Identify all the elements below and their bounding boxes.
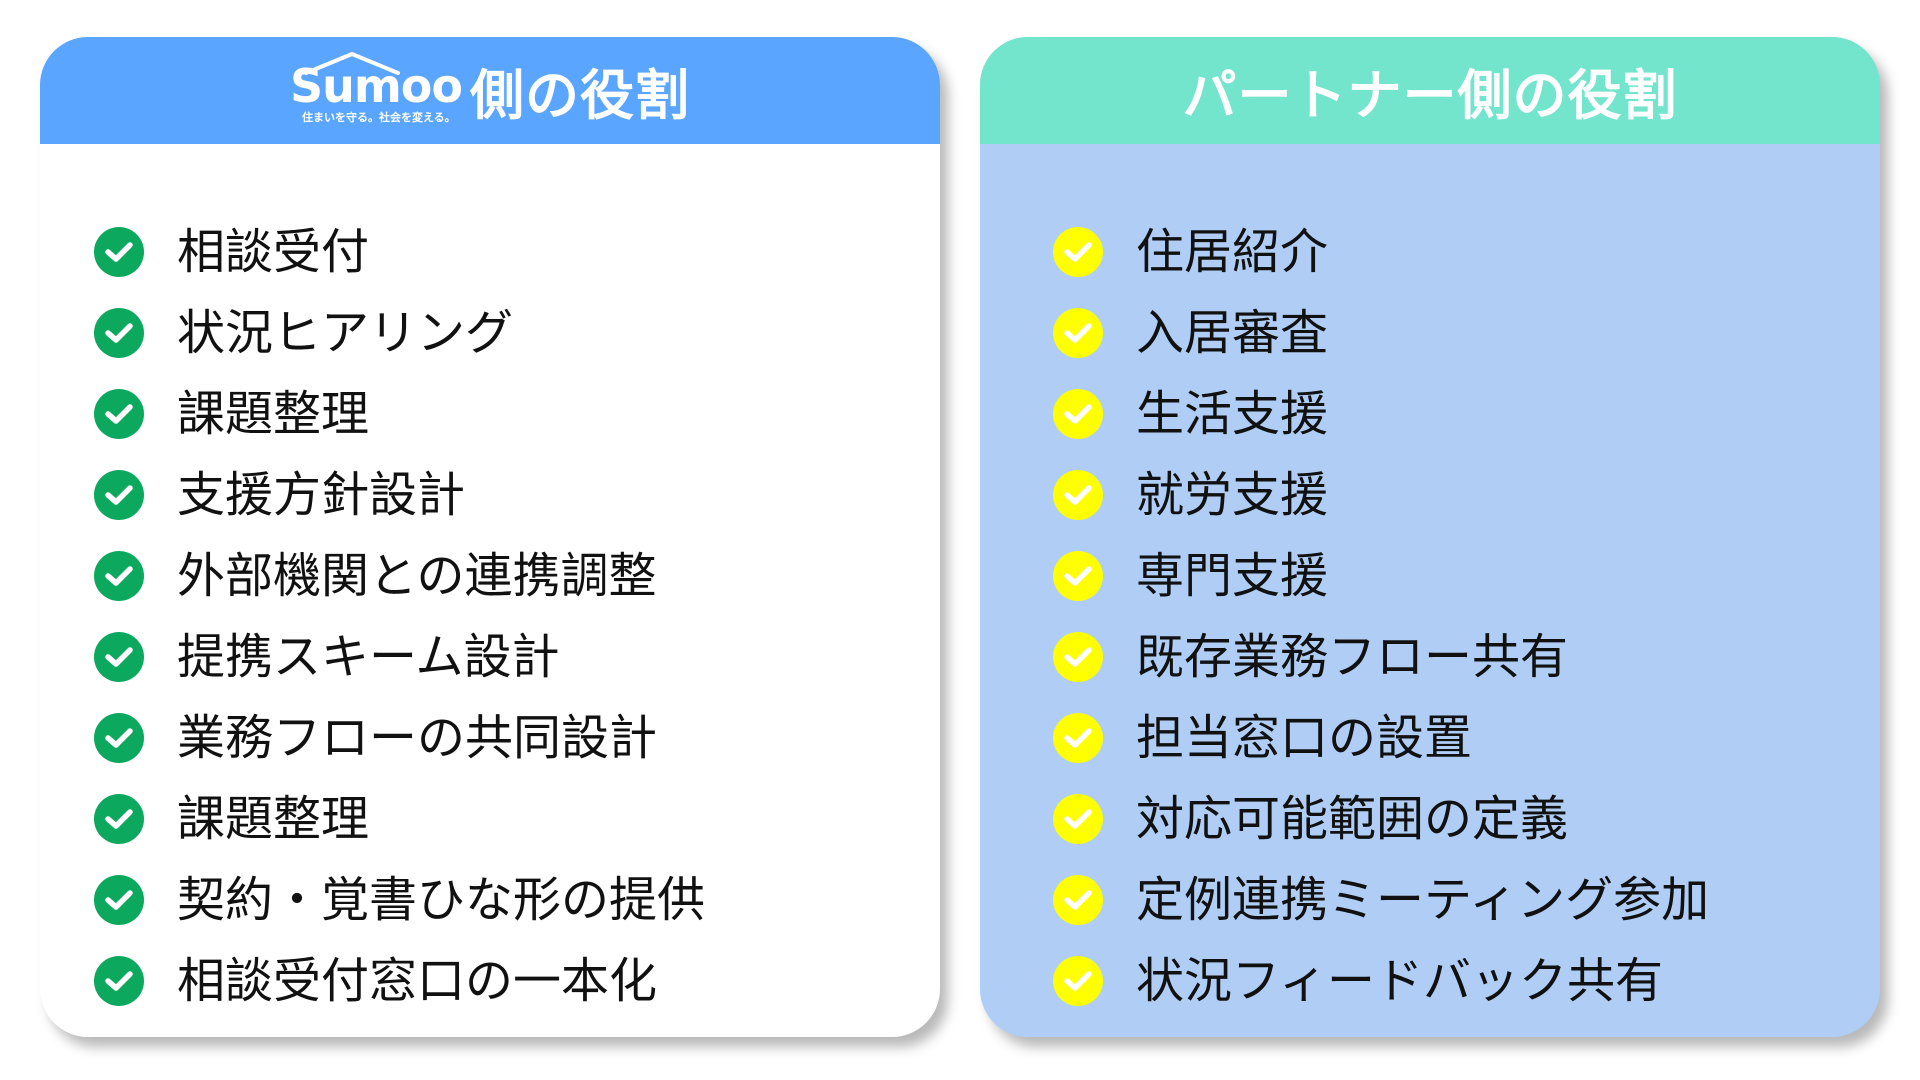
list-item-text: 支援方針設計 [177,466,466,523]
check-circle-icon [1053,874,1103,925]
list-item: 状況ヒアリング [94,292,705,373]
check-circle-icon [94,388,144,439]
list-item: 課題整理 [94,778,705,859]
list-item: 支援方針設計 [94,454,705,535]
list-item: 提携スキーム設計 [94,616,705,697]
check-circle-icon [1053,550,1103,601]
list-item: 業務フローの共同設計 [94,697,705,778]
sumoo-logo: Sumoo 住まいを守る。社会を変える。 [290,51,463,125]
partner-card-header: パートナー側の役割 [980,37,1880,144]
check-circle-icon [94,550,144,601]
house-roof-icon [304,51,400,75]
sumoo-wordmark: Sumoo [290,58,463,113]
check-circle-icon [1053,631,1103,682]
list-item-text: 専門支援 [1136,547,1329,604]
list-item-text: 住居紹介 [1136,223,1329,280]
check-circle-icon [1053,307,1103,358]
list-item-text: 定例連携ミーティング参加 [1136,871,1710,928]
check-circle-icon [1053,712,1103,763]
list-item: 専門支援 [1053,535,1709,616]
sumoo-tagline: 住まいを守る。社会を変える。 [302,110,456,124]
list-item: 就労支援 [1053,454,1709,535]
partner-role-card: パートナー側の役割 住居紹介 入居審査 生活支援 就労支援 専門支援 既存業務フ… [980,37,1880,1037]
check-circle-icon [94,712,144,763]
list-item-text: 対応可能範囲の定義 [1136,790,1569,847]
list-item-text: 課題整理 [177,385,370,442]
list-item-text: 状況ヒアリング [177,304,514,361]
list-item: 入居審査 [1053,292,1709,373]
check-circle-icon [94,226,144,277]
check-circle-icon [1053,226,1103,277]
list-item: 相談受付窓口の一本化 [94,940,705,1021]
list-item-text: 業務フローの共同設計 [177,709,658,766]
sumoo-card-title: 側の役割 [470,64,690,127]
check-circle-icon [94,307,144,358]
list-item-text: 状況フィードバック共有 [1136,952,1664,1009]
list-item-text: 担当窓口の設置 [1136,709,1473,766]
check-circle-icon [1053,388,1103,439]
partner-card-title: パートナー側の役割 [1182,64,1678,127]
sumoo-role-card: Sumoo 住まいを守る。社会を変える。 側の役割 相談受付 状況ヒアリング 課… [40,37,940,1037]
list-item-text: 生活支援 [1136,385,1329,442]
list-item-text: 契約・覚書ひな形の提供 [177,871,706,928]
sumoo-role-list: 相談受付 状況ヒアリング 課題整理 支援方針設計 外部機関との連携調整 提携スキ… [94,211,705,1021]
list-item: 契約・覚書ひな形の提供 [94,859,705,940]
list-item: 相談受付 [94,211,705,292]
list-item-text: 入居審査 [1136,304,1329,361]
list-item: 既存業務フロー共有 [1053,616,1709,697]
check-circle-icon [94,874,144,925]
check-circle-icon [94,469,144,520]
list-item: 担当窓口の設置 [1053,697,1709,778]
list-item: 住居紹介 [1053,211,1709,292]
list-item-text: 課題整理 [177,790,370,847]
check-circle-icon [94,955,144,1006]
list-item: 状況フィードバック共有 [1053,940,1709,1021]
list-item: 課題整理 [94,373,705,454]
list-item-text: 外部機関との連携調整 [177,547,657,604]
list-item: 外部機関との連携調整 [94,535,705,616]
list-item-text: 既存業務フロー共有 [1136,628,1569,685]
sumoo-card-header: Sumoo 住まいを守る。社会を変える。 側の役割 [40,37,940,144]
list-item-text: 相談受付 [177,223,370,280]
list-item: 生活支援 [1053,373,1709,454]
check-circle-icon [1053,955,1103,1006]
list-item-text: 就労支援 [1136,466,1329,523]
list-item-text: 相談受付窓口の一本化 [177,952,658,1009]
partner-role-list: 住居紹介 入居審査 生活支援 就労支援 専門支援 既存業務フロー共有 担当窓口の… [1053,211,1709,1021]
list-item: 対応可能範囲の定義 [1053,778,1709,859]
check-circle-icon [94,793,144,844]
check-circle-icon [1053,793,1103,844]
list-item: 定例連携ミーティング参加 [1053,859,1709,940]
check-circle-icon [94,631,144,682]
check-circle-icon [1053,469,1103,520]
list-item-text: 提携スキーム設計 [177,628,560,685]
